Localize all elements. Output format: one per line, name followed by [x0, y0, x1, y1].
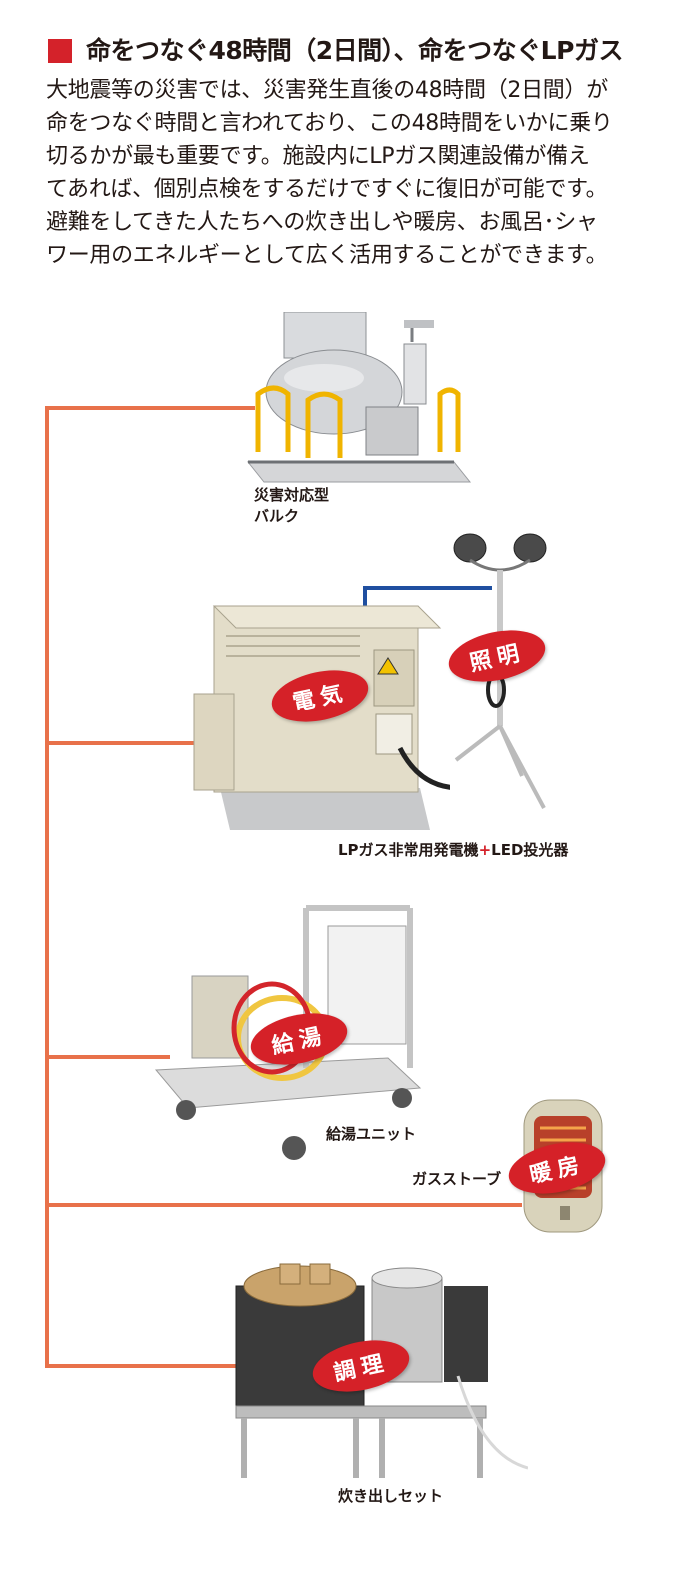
heading-title: 命をつなぐ48時間（2日間）、命をつなぐLPガス [86, 36, 623, 65]
water-heater-illustration [152, 898, 428, 1170]
body-line: てあれば、個別点検をするだけですぐに復旧が可能です。 [46, 177, 608, 202]
body-paragraph: 大地震等の災害では、災害発生直後の48時間（2日間）が 命をつなぐ時間と言われて… [46, 74, 646, 272]
body-line: 命をつなぐ時間と言われており、この48時間をいかに乗り [46, 111, 613, 136]
water-heater-caption: 給湯ユニット [326, 1125, 417, 1143]
body-line: 切るかが最も重要です。施設内にLPガス関連設備が備え [46, 144, 590, 169]
bulk-caption-line2: バルク [254, 507, 300, 525]
stove-caption: ガスストーブ [412, 1170, 502, 1188]
bulk-tank-illustration [244, 312, 474, 498]
generator-caption-plus: + [478, 841, 492, 859]
connector-light-line [363, 586, 492, 612]
section-heading: 命をつなぐ48時間（2日間）、命をつなぐLPガス [48, 34, 668, 68]
bulk-caption: 災害対応型 バルク [254, 485, 329, 527]
bulk-caption-line1: 災害対応型 [254, 486, 330, 504]
body-line: 大地震等の災害では、災害発生直後の48時間（2日間）が [46, 78, 608, 103]
generator-caption: LPガス非常用発電機+LED投光器 [338, 840, 568, 861]
body-line: 避難をしてきた人たちへの炊き出しや暖房、お風呂･シャ [46, 210, 598, 235]
body-line: ワー用のエネルギーとして広く活用することができます。 [46, 243, 608, 268]
cooking-caption: 炊き出しセット [338, 1487, 444, 1505]
generator-caption-part2: LED投光器 [491, 841, 569, 859]
generator-caption-part1: LPガス非常用発電機 [338, 841, 479, 859]
heading-square-marker [48, 39, 72, 63]
